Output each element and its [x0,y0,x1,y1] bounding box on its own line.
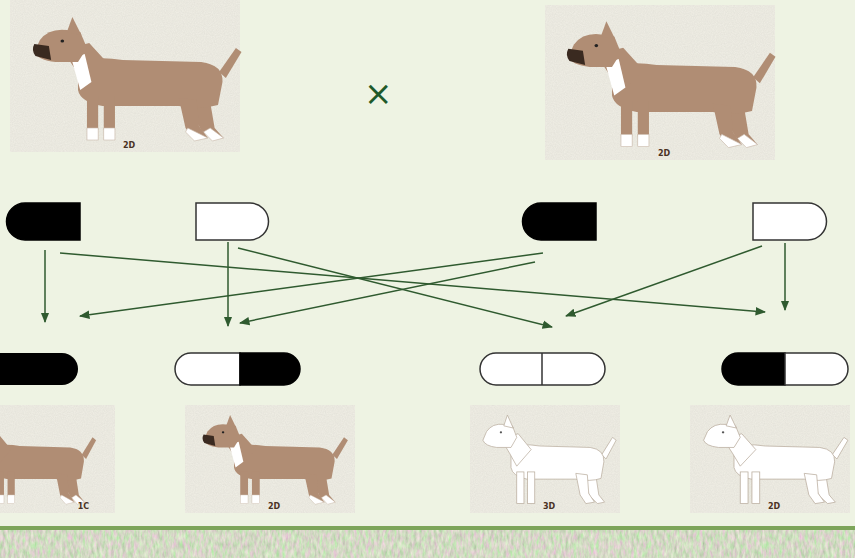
dog-panel: 2D [185,405,363,513]
genotype-count-label: 2D [545,150,783,158]
genotype-count-label: 2D [185,503,363,511]
genotype-count-label: 2D [10,142,248,150]
genotype-count-label: 2D [690,503,855,511]
dog-panel: 2D [690,405,855,513]
dog-panel: 1C [0,405,115,513]
genotype-count-label: 1C [52,503,115,511]
genotype-count-label: 3D [470,503,628,511]
dog-panel: 3D [470,405,628,513]
dog-panel: 2D [10,0,248,152]
dog-panel: 2D [545,5,783,160]
cross-symbol: × [364,76,393,110]
